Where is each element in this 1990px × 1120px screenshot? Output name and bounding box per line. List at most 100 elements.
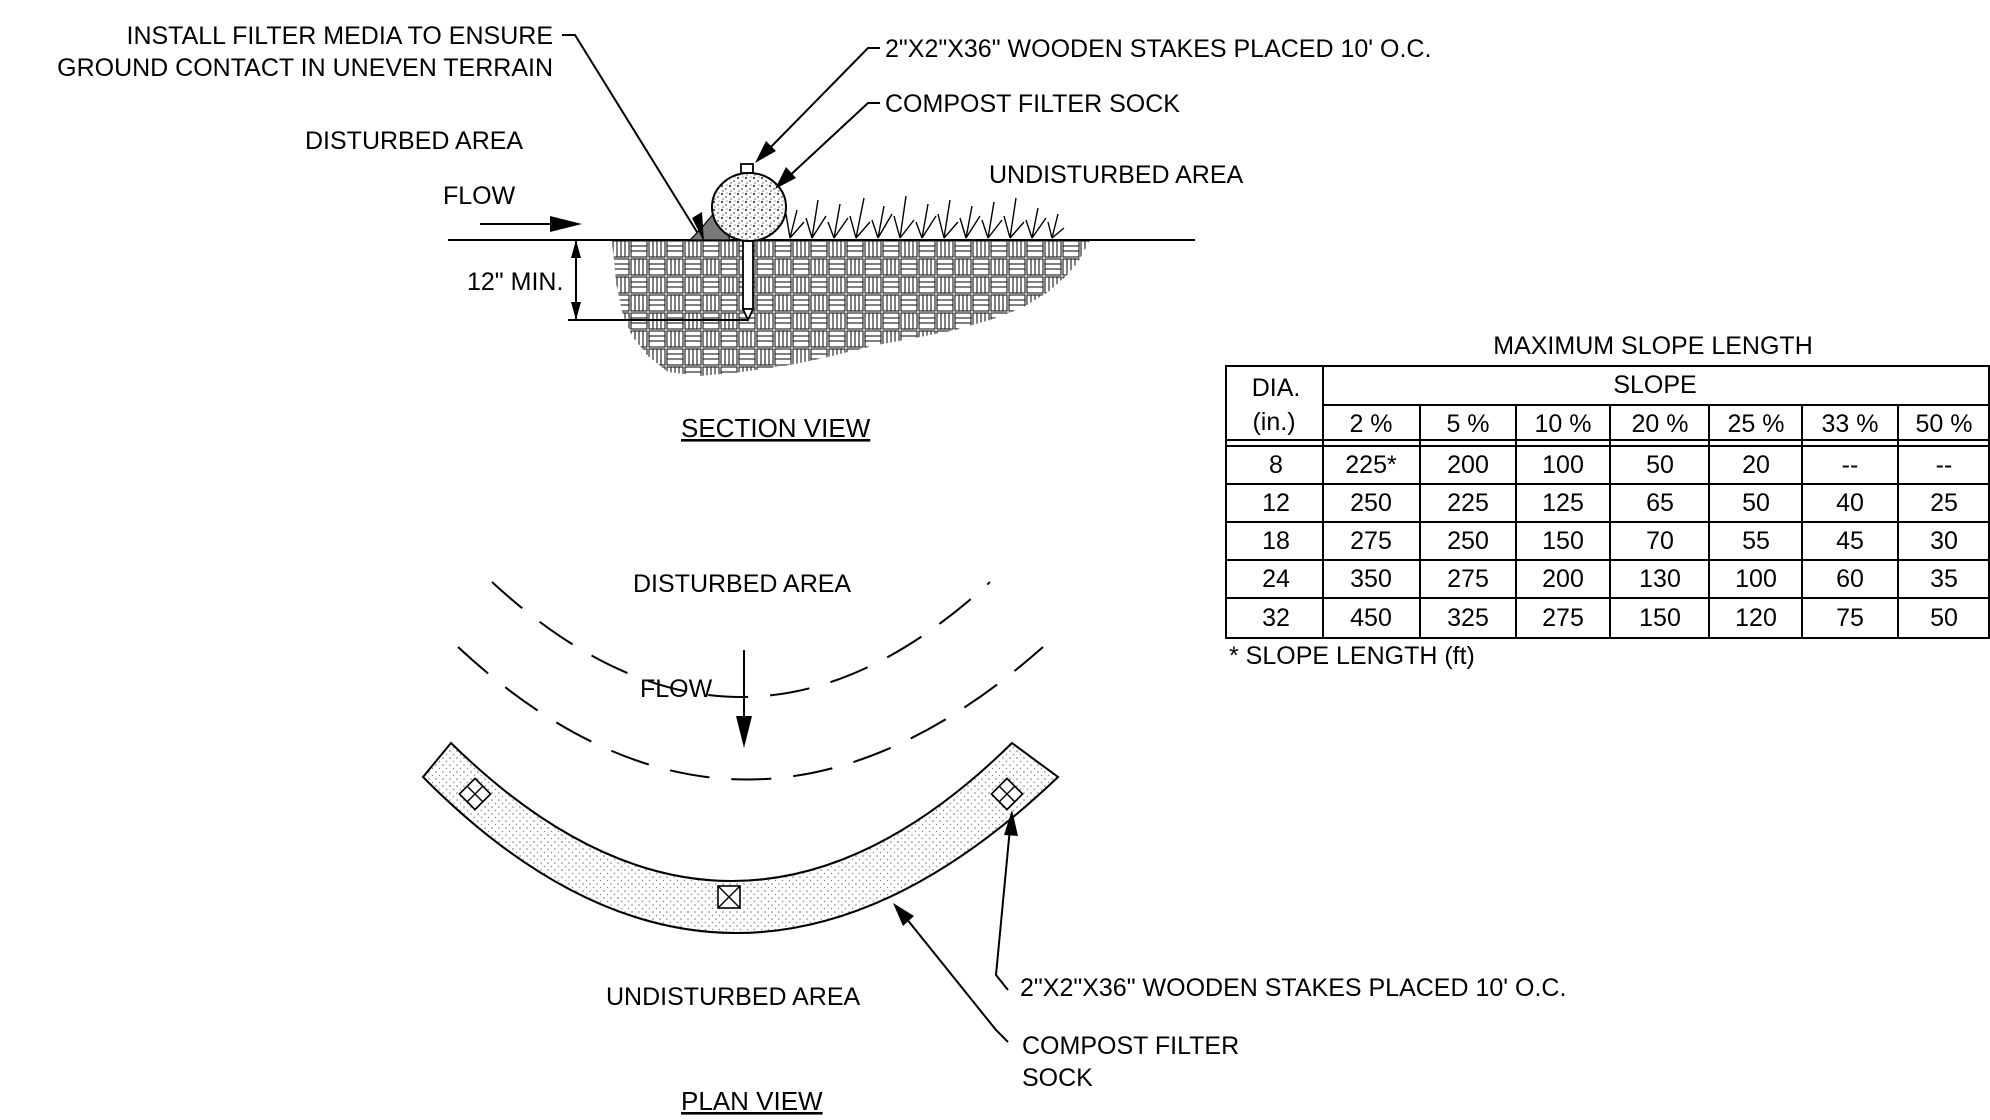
note-sock-plan-line1: COMPOST FILTER xyxy=(1022,1032,1239,1060)
slope-col-header: 2 % xyxy=(1349,410,1392,438)
dia-cell: 32 xyxy=(1262,604,1290,632)
table-title: MAXIMUM SLOPE LENGTH xyxy=(1493,332,1813,360)
table-cell: 450 xyxy=(1350,604,1392,632)
table-cell: 35 xyxy=(1930,565,1958,593)
table-row: 8 225* 200 100 50 20 -- -- xyxy=(1269,451,1952,479)
table-cell: 200 xyxy=(1447,451,1489,479)
table-cell: 250 xyxy=(1350,489,1392,517)
table-cell: 50 xyxy=(1930,604,1958,632)
table-cell: 125 xyxy=(1542,489,1584,517)
note-stakes-section: 2"X2"X36" WOODEN STAKES PLACED 10' O.C. xyxy=(885,35,1431,63)
plan-view: DISTURBED AREA FLOW UNDISTURBED AREA 2"X… xyxy=(421,570,1566,1116)
grass-undisturbed xyxy=(785,195,1065,239)
depth-dimension xyxy=(568,240,748,321)
sock-leader-plan xyxy=(905,917,1009,1043)
sock-arrowhead-plan xyxy=(893,903,914,926)
flow-arrowhead-plan xyxy=(736,716,752,748)
table-cell: -- xyxy=(1842,451,1859,479)
stake-arrowhead-section xyxy=(755,141,776,163)
table-cell: 275 xyxy=(1350,527,1392,555)
table-row: 32 450 325 275 150 120 75 50 xyxy=(1262,604,1958,632)
section-view: INSTALL FILTER MEDIA TO ENSURE GROUND CO… xyxy=(57,22,1431,443)
disturbed-area-label-section: DISTURBED AREA xyxy=(305,127,523,155)
table-cell: 70 xyxy=(1646,527,1674,555)
undisturbed-area-label-plan: UNDISTURBED AREA xyxy=(606,983,861,1011)
table-cell: 55 xyxy=(1742,527,1770,555)
plan-view-title: PLAN VIEW xyxy=(681,1086,823,1116)
undisturbed-area-label-section: UNDISTURBED AREA xyxy=(989,161,1244,189)
slope-col-header: 10 % xyxy=(1535,410,1592,438)
soil-hatch xyxy=(612,240,1090,376)
table-cell: 130 xyxy=(1639,565,1681,593)
table-cell: 50 xyxy=(1646,451,1674,479)
note-stakes-plan: 2"X2"X36" WOODEN STAKES PLACED 10' O.C. xyxy=(1020,974,1566,1002)
note-sock-section: COMPOST FILTER SOCK xyxy=(885,90,1180,118)
dia-cell: 8 xyxy=(1269,451,1283,479)
table-footnote: * SLOPE LENGTH (ft) xyxy=(1229,642,1475,670)
table-cell: 100 xyxy=(1542,451,1584,479)
table-cell: 150 xyxy=(1542,527,1584,555)
stake-symbol-right xyxy=(990,777,1024,811)
table-cell: 350 xyxy=(1350,565,1392,593)
slope-col-header: 20 % xyxy=(1632,410,1689,438)
sock-leader-section xyxy=(784,102,880,181)
slope-col-header: 5 % xyxy=(1446,410,1489,438)
table-cell: 30 xyxy=(1930,527,1958,555)
table-cell: 40 xyxy=(1836,489,1864,517)
disturbed-arc-lower xyxy=(457,646,1044,781)
table-cell: 225 xyxy=(1447,489,1489,517)
table-cell: 275 xyxy=(1447,565,1489,593)
compost-filter-sock-plan xyxy=(421,741,1060,934)
table-row: 18 275 250 150 70 55 45 30 xyxy=(1262,527,1958,555)
stake-arrowhead-plan xyxy=(1004,810,1018,836)
table-cell: 60 xyxy=(1836,565,1864,593)
stake-symbol-center xyxy=(717,885,741,909)
table-cell: 250 xyxy=(1447,527,1489,555)
slope-col-header: 50 % xyxy=(1916,410,1973,438)
slope-col-header: 33 % xyxy=(1822,410,1879,438)
table-cell: 20 xyxy=(1742,451,1770,479)
dia-cell: 24 xyxy=(1262,565,1290,593)
dia-header-line1: DIA. xyxy=(1252,374,1301,402)
slope-header: SLOPE xyxy=(1613,371,1696,399)
flow-arrowhead-section xyxy=(550,216,582,232)
table-cell: 275 xyxy=(1542,604,1584,632)
depth-label: 12" MIN. xyxy=(467,268,563,296)
table-cell: 45 xyxy=(1836,527,1864,555)
disturbed-area-label-plan: DISTURBED AREA xyxy=(633,570,851,598)
table-cell: -- xyxy=(1936,451,1953,479)
table-cell: 65 xyxy=(1646,489,1674,517)
note-filter-media-line1: INSTALL FILTER MEDIA TO ENSURE xyxy=(127,22,554,50)
filter-media-arrowhead xyxy=(692,212,704,242)
stake-leader-section xyxy=(765,47,880,153)
flow-label-plan: FLOW xyxy=(640,675,713,703)
table-border xyxy=(1225,365,1990,639)
table-cell: 325 xyxy=(1447,604,1489,632)
table-cell: 75 xyxy=(1836,604,1864,632)
table-cell: 150 xyxy=(1639,604,1681,632)
slope-length-table: MAXIMUM SLOPE LENGTH DIA. (in.) SLOPE 2 … xyxy=(1225,332,1990,670)
table-row: 12 250 225 125 65 50 40 25 xyxy=(1262,489,1958,517)
note-sock-plan-line2: SOCK xyxy=(1022,1064,1093,1092)
table-cell: 100 xyxy=(1735,565,1777,593)
sock-arrowhead-section xyxy=(775,167,796,189)
stake-leader-plan xyxy=(994,827,1011,991)
dia-cell: 18 xyxy=(1262,527,1290,555)
disturbed-arc-upper xyxy=(491,581,991,698)
note-filter-media-line2: GROUND CONTACT IN UNEVEN TERRAIN xyxy=(57,54,553,82)
table-cell: 225* xyxy=(1345,451,1397,479)
table-cell: 50 xyxy=(1742,489,1770,517)
stake-symbol-left xyxy=(458,777,492,811)
slope-col-header: 25 % xyxy=(1728,410,1785,438)
table-cell: 25 xyxy=(1930,489,1958,517)
filter-media-leader xyxy=(562,34,698,233)
table-row: 24 350 275 200 130 100 60 35 xyxy=(1262,565,1958,593)
dia-cell: 12 xyxy=(1262,489,1290,517)
flow-label-section: FLOW xyxy=(443,182,516,210)
table-cell: 200 xyxy=(1542,565,1584,593)
compost-filter-sock-section xyxy=(711,172,787,242)
dia-header-line2: (in.) xyxy=(1252,408,1295,436)
table-cell: 120 xyxy=(1735,604,1777,632)
section-view-title: SECTION VIEW xyxy=(681,413,871,443)
